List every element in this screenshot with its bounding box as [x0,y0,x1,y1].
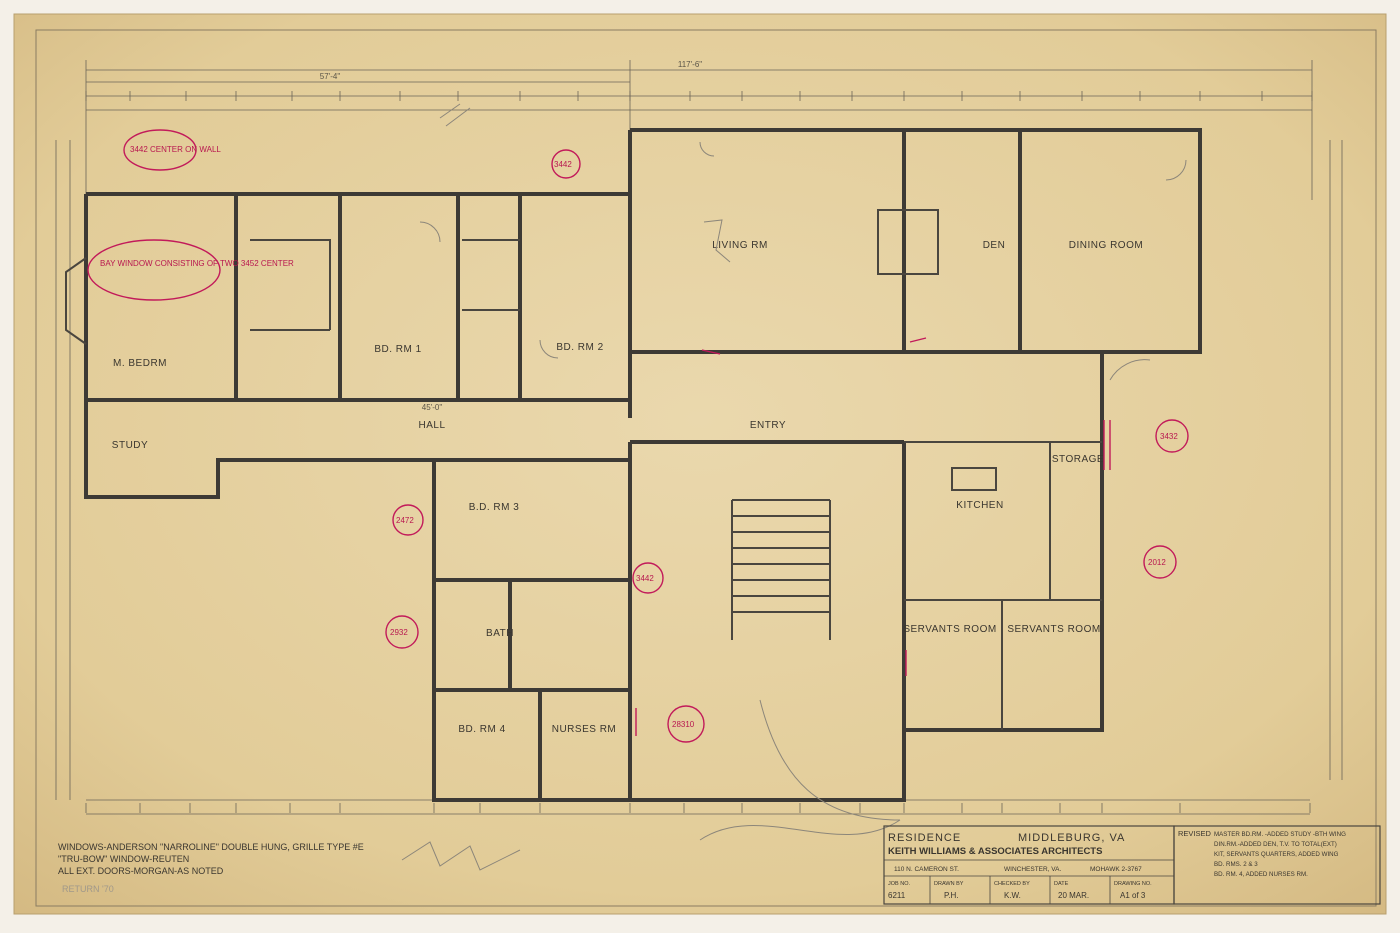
south-bedroom-walls [432,460,630,802]
return-note: RETURN '70 [62,884,114,894]
room-study: STUDY [112,440,148,451]
bay-window [65,257,87,345]
redline-28310-text: 28310 [672,720,695,729]
title-drawing-no-label: DRAWING NO. [1114,881,1152,887]
title-date-label: DATE [1054,881,1069,887]
title-firm: KEITH WILLIAMS & ASSOCIATES ARCHITECTS [888,846,1102,857]
door-swings [419,141,1187,381]
room-living-rm: LIVING RM [712,240,768,251]
redline-markers [635,337,1111,736]
title-job-no: 6211 [888,891,906,900]
room-bath: BATH [486,628,514,639]
redline-3442-a: 3442 [551,149,581,179]
title-drawing-no: A1 of 3 [1120,891,1146,900]
room-bd-rm-1: BD. RM 1 [374,344,421,355]
sheet-border [35,29,1377,907]
redline-2012-text: 2012 [1148,558,1166,567]
title-checked-by-label: CHECKED BY [994,881,1030,887]
redline-28310: 28310 [667,705,705,743]
room-dining-room: DINING ROOM [1069,240,1143,251]
window-note-3: ALL EXT. DOORS-MORGAN-AS NOTED [58,866,224,876]
redline-2012: 2012 [1143,545,1177,579]
title-address: 110 N. CAMERON ST. [894,866,959,873]
room-bd-rm-2: BD. RM 2 [556,342,603,353]
overall-width-dimension: 117'-6" [678,60,702,69]
title-checked-by: K.W. [1004,891,1021,900]
redline-3442-b: 3442 [632,562,664,594]
left-wing-dimension: 57'-4" [320,72,341,81]
redline-bay-window-text: BAY WINDOW CONSISTING OF TWO 3452 CENTER [100,259,294,268]
redline-center-wall-text: 3442 CENTER ON WALL [130,145,221,154]
window-note-1: WINDOWS-ANDERSON "NARROLINE" DOUBLE HUNG… [58,842,364,852]
hall-length-dimension: 45'-0" [422,403,443,412]
room-bd-rm-4: BD. RM 4 [458,724,505,735]
window-note-2: "TRU-BOW" WINDOW-REUTEN [58,854,189,864]
redline-2472: 2472 [392,504,424,536]
pencil-sketches [401,103,901,871]
fireplace [877,209,939,275]
redline-bay-window-note: BAY WINDOW CONSISTING OF TWO 3452 CENTER [87,239,294,301]
room-den: DEN [983,240,1006,251]
stair-treads [731,499,831,640]
title-city: WINCHESTER, VA. [1004,866,1061,873]
kitchen-walls [904,441,1102,730]
revisions-label: REVISED [1178,829,1212,838]
revision-line-1: MASTER BD.RM. -ADDED STUDY -BTH WING [1214,831,1346,838]
title-drawn-by-label: DRAWN BY [934,881,964,887]
room-hall: HALL [418,420,445,431]
redline-3432-text: 3432 [1160,432,1178,441]
title-job-no-label: JOB NO. [888,881,910,887]
room-storage: STORAGE [1052,454,1104,465]
redline-2932-text: 2932 [390,628,408,637]
title-project: RESIDENCE [888,832,961,844]
room-entry: ENTRY [750,420,786,431]
master-wing-walls [84,192,238,499]
room-nurses-rm: NURSES RM [552,724,617,735]
main-block-walls [628,128,1202,732]
top-dimension-lines [85,60,1313,200]
redline-3442-a-text: 3442 [554,160,572,169]
title-location: MIDDLEBURG, VA [1018,832,1125,844]
redline-center-wall-note: 3442 CENTER ON WALL [123,129,221,171]
revision-line-2: DIN.RM.-ADDED DEN, T.V. TO TOTAL(EXT) [1214,841,1337,848]
side-dimension-lines [55,140,1343,800]
revision-line-4: BD. RMS. 2 & 3 [1214,861,1258,868]
redline-2932: 2932 [385,615,419,649]
entry-walls [628,440,906,802]
title-phone: MOHAWK 2-3767 [1090,866,1142,873]
redline-3442-b-text: 3442 [636,574,654,583]
room-kitchen: KITCHEN [956,500,1003,511]
title-date: 20 MAR. [1058,891,1089,900]
title-block [883,825,1381,905]
room-servants-1: SERVANTS ROOM [903,624,996,635]
redline-3432: 3432 [1155,419,1189,453]
room-bd-rm-3: B.D. RM 3 [469,502,520,513]
room-m-bedrm: M. BEDRM [113,358,167,369]
redline-2472-text: 2472 [396,516,414,525]
room-servants-2: SERVANTS ROOM [1007,624,1100,635]
chopping-block [951,467,997,491]
paper-sheet [13,13,1387,915]
closet-walls-bd1 [250,239,520,331]
revision-line-3: KIT, SERVANTS QUARTERS, ADDED WING [1214,851,1339,858]
title-drawn-by: P.H. [944,891,959,900]
revision-line-5: BD. RM. 4, ADDED NURSES RM. [1214,871,1308,878]
